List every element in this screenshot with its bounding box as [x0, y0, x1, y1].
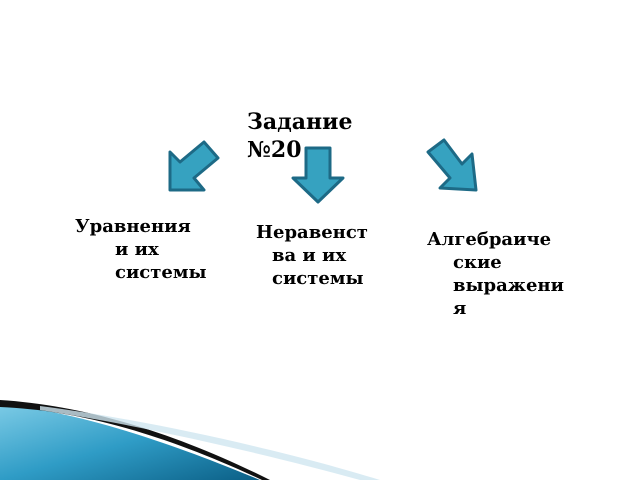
label-algebraic-expressions: Алгебраиче ские выражени я — [427, 228, 564, 320]
label-inequalities-line3: системы — [272, 268, 364, 289]
label-inequalities-line1: Неравенст — [256, 222, 368, 243]
label-algebraic-line4: я — [453, 298, 467, 319]
label-algebraic-line1: Алгебраиче — [427, 229, 552, 250]
label-equations-line3: системы — [115, 262, 207, 283]
task-title-line2: №20 — [247, 137, 302, 163]
label-equations-line1: Уравнения — [75, 216, 191, 237]
task-title: Задание №20 — [247, 108, 352, 164]
label-equations-line2: и их — [115, 239, 159, 260]
arrow-down-left-icon — [168, 140, 220, 192]
label-inequalities-line2: ва и их — [272, 245, 347, 266]
arrow-down-icon — [291, 146, 345, 204]
arrow-down-right-icon — [426, 138, 478, 192]
label-algebraic-line2: ские — [453, 252, 502, 273]
label-inequalities: Неравенст ва и их системы — [256, 221, 368, 290]
task-title-line1: Задание — [247, 109, 353, 135]
label-equations: Уравнения и их системы — [75, 215, 207, 284]
label-algebraic-line3: выражени — [453, 275, 564, 296]
